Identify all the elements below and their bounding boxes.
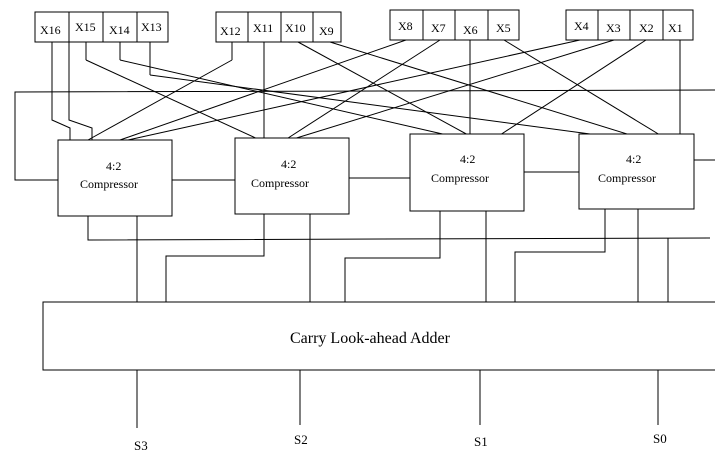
compressor-4: 4:2 Compressor (578, 133, 695, 210)
output-label-s2: S2 (294, 432, 308, 447)
compressor-1: 4:2 Compressor (57, 139, 173, 217)
compressor-3: 4:2 Compressor (409, 133, 525, 212)
input-label-x6: X6 (463, 23, 478, 37)
compressor-4-label: Compressor (598, 171, 656, 185)
compressor-1-ratio: 4:2 (106, 159, 121, 173)
input-label-x11: X11 (253, 21, 273, 35)
carry-wiring (14, 89, 715, 181)
input-label-x15: X15 (75, 20, 96, 34)
sum-carry-wiring (87, 209, 711, 302)
input-label-x1: X1 (668, 21, 683, 35)
input-wiring (51, 39, 681, 141)
carry-lookahead-adder: Carry Look-ahead Adder (42, 301, 715, 371)
input-label-x10: X10 (285, 21, 306, 35)
compressor-3-label: Compressor (431, 171, 489, 185)
input-label-x16: X16 (40, 23, 61, 37)
input-group-1: X16 X15 X14 X13 (34, 11, 169, 43)
compressor-4-ratio: 4:2 (626, 152, 641, 166)
output-wiring (136, 370, 659, 428)
input-label-x12: X12 (220, 24, 241, 38)
compressor-1-label: Compressor (80, 177, 138, 191)
input-label-x4: X4 (574, 19, 589, 33)
input-label-x5: X5 (496, 21, 511, 35)
compressor-2-label: Compressor (251, 176, 309, 190)
compressor-2: 4:2 Compressor (234, 137, 350, 215)
output-label-s3: S3 (134, 438, 148, 452)
input-label-x14: X14 (109, 23, 130, 37)
adder-label: Carry Look-ahead Adder (290, 330, 451, 347)
input-group-3: X8 X7 X6 X5 (389, 9, 520, 41)
input-group-2: X12 X11 X10 X9 (215, 11, 342, 43)
input-label-x3: X3 (606, 21, 621, 35)
compressor-3-ratio: 4:2 (460, 152, 475, 166)
input-label-x13: X13 (141, 20, 162, 34)
input-label-x8: X8 (398, 19, 413, 33)
input-label-x7: X7 (431, 21, 446, 35)
input-group-4: X4 X3 X2 X1 (565, 9, 694, 41)
output-label-s1: S1 (474, 434, 488, 449)
output-label-s0: S0 (653, 431, 667, 446)
input-label-x2: X2 (639, 21, 654, 35)
compressor-2-ratio: 4:2 (281, 157, 296, 171)
input-label-x9: X9 (319, 24, 334, 38)
